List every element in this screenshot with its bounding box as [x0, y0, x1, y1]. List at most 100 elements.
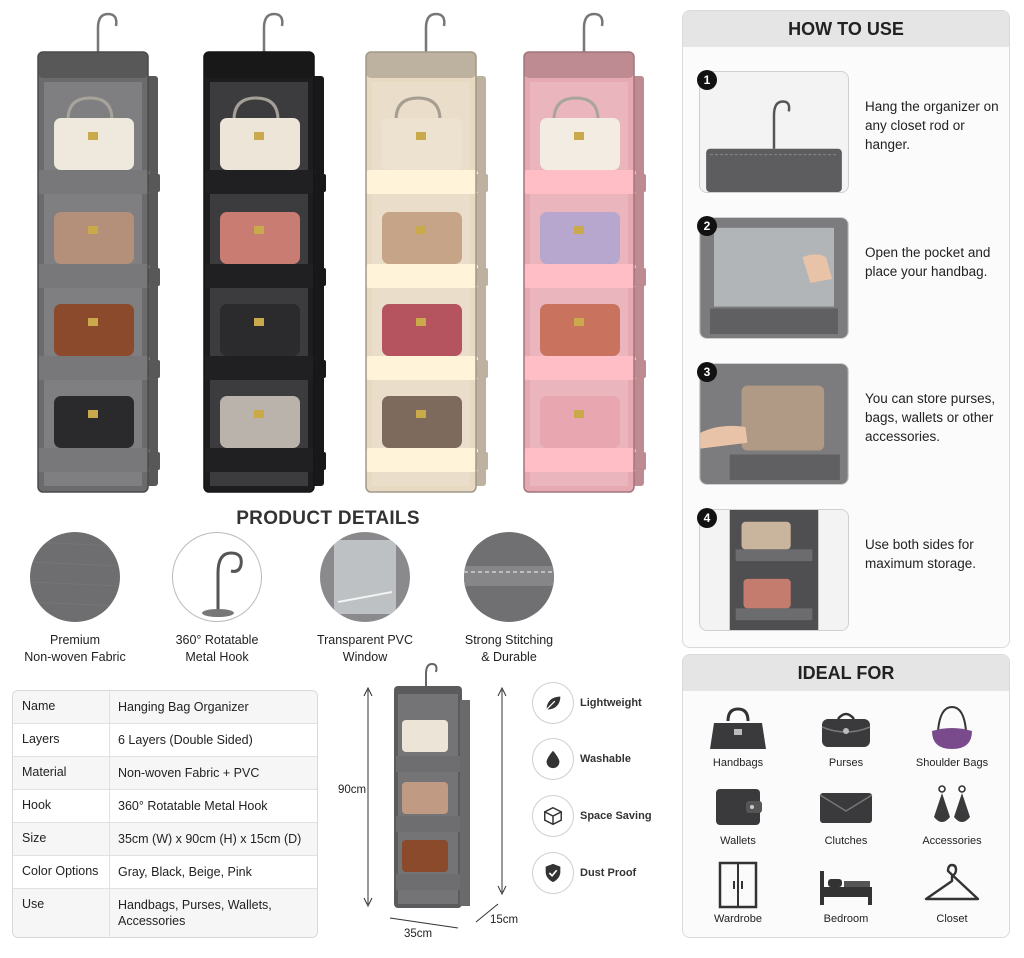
- product-hero: [10, 6, 670, 498]
- bag-handle: [232, 96, 280, 121]
- spec-value: 360° Rotatable Metal Hook: [118, 799, 268, 813]
- stitching-icon: [464, 532, 554, 622]
- quick-feature-lightweight: Lightweight: [532, 682, 672, 724]
- how-to-use-title: HOW TO USE: [683, 11, 1009, 47]
- pocket-flap: [366, 170, 478, 194]
- spec-value: 35cm (W) x 90cm (H) x 15cm (D): [118, 832, 302, 846]
- fabric-swatch-icon: [30, 532, 120, 622]
- pocket-flap: [366, 448, 478, 472]
- pocket-flap: [38, 264, 150, 288]
- dimension-width: 35cm: [404, 928, 433, 940]
- spec-key: Size: [13, 823, 110, 855]
- top-band: [524, 52, 634, 78]
- hanger-hook: [262, 12, 284, 58]
- bag-clasp: [254, 318, 264, 326]
- top-band: [38, 52, 148, 78]
- ideal-item: Purses: [791, 705, 901, 769]
- panel-outline: [203, 51, 315, 493]
- bag-clasp: [88, 410, 98, 418]
- spec-table: Name Hanging Bag Organizer Layers 6 Layers…: [12, 690, 318, 938]
- spec-key: Layers: [13, 724, 110, 756]
- quick-feature-label: Lightweight: [580, 697, 642, 709]
- spec-value: Handbags, Purses, Wallets, Accessories: [118, 898, 272, 928]
- bag: [540, 118, 620, 170]
- ideal-item-label: Closet: [936, 913, 968, 925]
- metal-hook-icon: [172, 532, 262, 622]
- bag-handle: [66, 96, 114, 121]
- ideal-item: Closet: [897, 861, 1007, 925]
- spec-key: Name: [13, 691, 110, 723]
- ideal-for-panel: IDEAL FOR Handbags Purses Shoulder Bags …: [682, 654, 1010, 938]
- spec-value: Gray, Black, Beige, Pink: [118, 865, 252, 879]
- bag-clasp: [254, 226, 264, 234]
- step-number: 3: [697, 362, 717, 382]
- bag-clasp: [574, 410, 584, 418]
- bag-clasp: [416, 226, 426, 234]
- ideal-item-label: Accessories: [922, 835, 982, 847]
- step-text: Open the pocket and place your handbag.: [865, 245, 991, 279]
- shield-icon: [532, 852, 574, 894]
- bag: [540, 212, 620, 264]
- bed-icon: [820, 871, 872, 905]
- organizer-beige: [348, 6, 498, 498]
- pocket-flap: [366, 264, 478, 288]
- pvc-window-icon: [320, 532, 410, 622]
- side-pocket: [148, 360, 160, 378]
- feature-hook: 360° Rotatable Metal Hook: [142, 532, 292, 666]
- step-2-image: [699, 217, 849, 339]
- feature-fabric-label: Premium Non-woven Fabric: [24, 633, 126, 664]
- side-pocket: [476, 174, 488, 192]
- organizer-pink: [506, 6, 656, 498]
- pocket-flap: [38, 170, 150, 194]
- ideal-item: Accessories: [897, 783, 1007, 847]
- spec-key: Material: [13, 757, 110, 789]
- ideal-item-label: Purses: [828, 757, 864, 769]
- bag: [220, 212, 300, 264]
- step-2: 2 Open the pocket and place your handbag…: [697, 216, 1007, 339]
- step-number: 4: [697, 508, 717, 528]
- bag: [220, 118, 300, 170]
- bag: [220, 304, 300, 356]
- step-4: 4 Use both sides for maximum storage.: [697, 508, 1007, 631]
- step-1: 1 Hang the organizer on any closet rod o…: [697, 70, 1007, 193]
- handbag-icon: [710, 707, 766, 749]
- pocket-flap: [38, 356, 150, 380]
- quick-feature-label: Space Saving: [580, 810, 652, 822]
- quick-feature-label: Washable: [580, 753, 631, 765]
- dimension-figure: 90cm 35cm 15cm: [330, 660, 530, 950]
- quick-feature-washable: Washable: [532, 738, 672, 780]
- pocket-flap: [524, 170, 636, 194]
- ideal-item-label: Wallets: [720, 835, 756, 847]
- quick-feature-space-saving: Space Saving: [532, 795, 672, 837]
- side-pocket: [148, 174, 160, 192]
- pocket-flap: [204, 170, 316, 194]
- side-pocket: [634, 452, 646, 470]
- spec-value: Hanging Bag Organizer: [118, 700, 249, 714]
- feature-hook-label: 360° Rotatable Metal Hook: [175, 633, 259, 664]
- pocket-flap: [524, 356, 636, 380]
- product-details-title: PRODUCT DETAILS: [236, 508, 420, 529]
- bag-clasp: [88, 226, 98, 234]
- ideal-item-label: Handbags: [712, 757, 764, 769]
- ideal-item: Wallets: [683, 783, 793, 847]
- bag: [54, 396, 134, 448]
- ideal-item-label: Shoulder Bags: [915, 757, 989, 769]
- pocket-flap: [524, 264, 636, 288]
- bag-clasp: [574, 132, 584, 140]
- pocket-flap: [204, 448, 316, 472]
- bag-handle: [394, 96, 442, 121]
- hanger-hook: [582, 12, 604, 58]
- spec-value: 6 Layers (Double Sided): [118, 733, 253, 747]
- wallet-icon: [716, 789, 762, 825]
- box-icon: [532, 795, 574, 837]
- feature-pvc-label: Transparent PVC Window: [316, 633, 414, 664]
- step-1-image: [699, 71, 849, 193]
- bag-clasp: [88, 318, 98, 326]
- step-4-image: [699, 509, 849, 631]
- leaf-icon: [532, 682, 574, 724]
- spec-row: Name Hanging Bag Organizer: [13, 691, 317, 724]
- side-pocket: [148, 268, 160, 286]
- ideal-item: Handbags: [683, 705, 793, 769]
